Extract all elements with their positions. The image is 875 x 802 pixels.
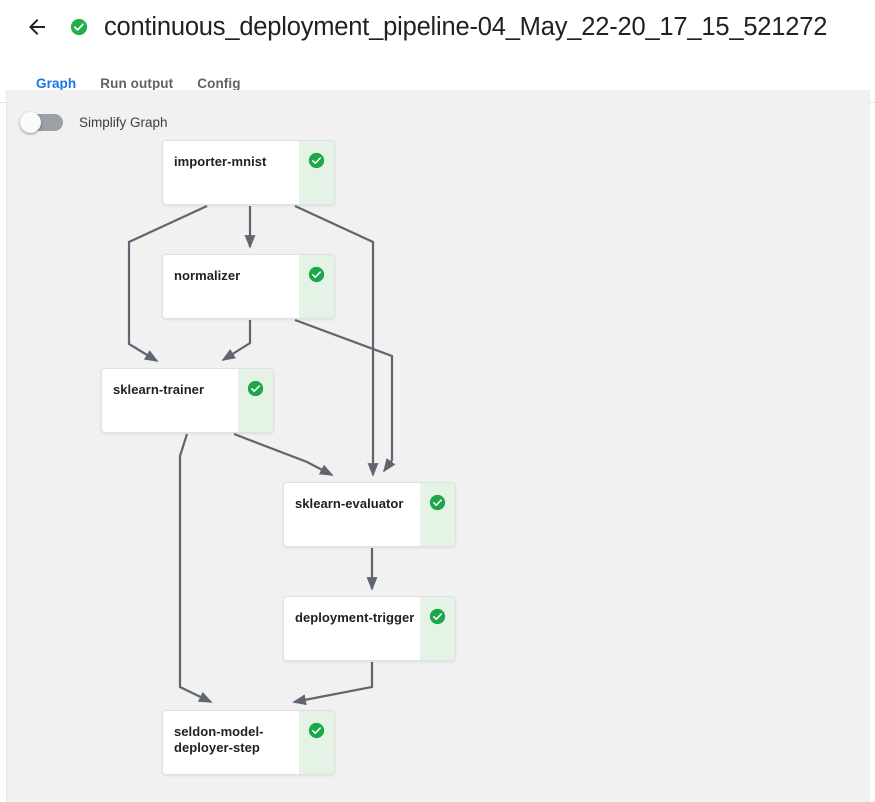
node-label: normalizer — [174, 268, 241, 283]
graph-canvas[interactable]: Simplify Graph importer-mnist — [6, 90, 870, 802]
graph-node-normalizer[interactable]: normalizer — [162, 254, 335, 319]
graph-node-sklearn-trainer[interactable]: sklearn-trainer — [101, 368, 274, 433]
node-label: sklearn-trainer — [113, 382, 205, 397]
node-status-panel — [238, 369, 273, 432]
node-label: deployment-trigger — [295, 610, 415, 625]
graph-node-seldon-model-deployer-step[interactable]: seldon-model- deployer-step — [162, 710, 335, 775]
graph-edges — [127, 205, 396, 706]
node-status-panel — [420, 483, 455, 546]
simplify-graph-control: Simplify Graph — [20, 111, 168, 133]
check-circle-icon — [429, 608, 446, 625]
edge-normalizer-sklearn-trainer — [221, 320, 252, 361]
edge-normalizer-sklearn-evaluator — [294, 318, 396, 473]
graph-node-importer-mnist[interactable]: importer-mnist — [162, 140, 335, 205]
node-status-panel — [420, 597, 455, 660]
simplify-graph-label: Simplify Graph — [79, 114, 168, 130]
tab-config[interactable]: Config — [197, 75, 241, 91]
check-circle-icon — [308, 722, 325, 739]
edge-deployment-trigger-seldon-model-deployer-step — [292, 662, 374, 706]
back-button[interactable] — [24, 14, 50, 40]
toggle-knob — [20, 111, 41, 133]
check-circle-icon — [308, 266, 325, 283]
graph-node-deployment-trigger[interactable]: deployment-trigger — [283, 596, 456, 661]
node-status-panel — [299, 711, 334, 774]
node-body: seldon-model- deployer-step — [163, 711, 299, 774]
check-circle-icon — [429, 494, 446, 511]
page-title: continuous_deployment_pipeline-04_May_22… — [104, 12, 828, 41]
node-body: normalizer — [163, 255, 299, 318]
node-body: sklearn-trainer — [102, 369, 238, 432]
check-circle-icon — [247, 380, 264, 397]
edge-sklearn-trainer-seldon-model-deployer-step — [178, 433, 213, 703]
pipeline-status-icon — [70, 18, 88, 36]
app-header: continuous_deployment_pipeline-04_May_22… — [0, 0, 875, 54]
arrow-left-icon — [29, 19, 45, 35]
edge-sklearn-trainer-sklearn-evaluator — [233, 432, 334, 476]
node-status-panel — [299, 141, 334, 204]
node-label: seldon-model- deployer-step — [174, 724, 264, 755]
node-body: sklearn-evaluator — [284, 483, 420, 546]
node-body: importer-mnist — [163, 141, 299, 204]
graph-node-sklearn-evaluator[interactable]: sklearn-evaluator — [283, 482, 456, 547]
node-status-panel — [299, 255, 334, 318]
simplify-graph-toggle[interactable] — [20, 111, 63, 133]
node-label: sklearn-evaluator — [295, 496, 404, 511]
edge-importer-mnist-sklearn-evaluator — [294, 205, 379, 477]
node-label: importer-mnist — [174, 154, 267, 169]
edge-importer-mnist-sklearn-trainer — [127, 205, 208, 362]
node-body: deployment-trigger — [284, 597, 420, 660]
tab-run-output[interactable]: Run output — [100, 75, 174, 91]
check-circle-icon — [308, 152, 325, 169]
